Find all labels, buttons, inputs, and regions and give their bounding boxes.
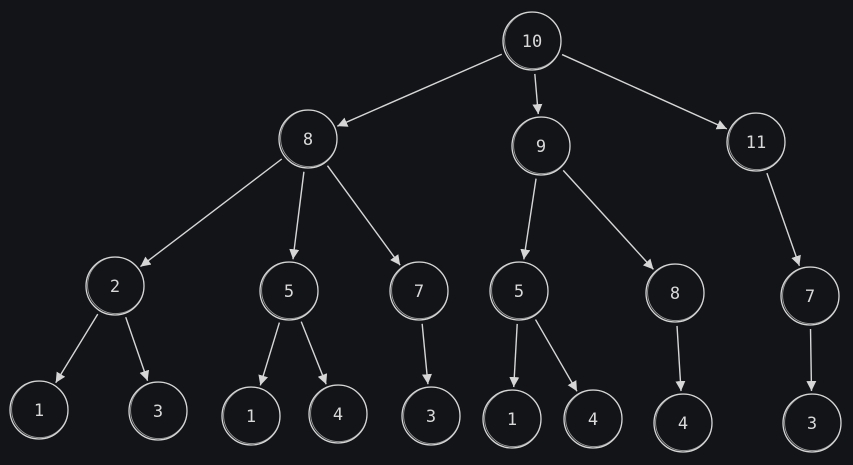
edge-n8a-n5a <box>289 171 305 260</box>
edge-n10-n8a <box>337 53 503 127</box>
node-label: 10 <box>522 32 542 52</box>
node-n3c: 3 <box>782 393 842 453</box>
node-circle-sketch <box>403 386 461 445</box>
node-n5a: 5 <box>259 261 319 321</box>
node-circle-sketch <box>11 380 69 439</box>
edge-n10-n9a <box>532 73 543 115</box>
edge-n8a-n7a <box>326 165 401 266</box>
edge-n8a-n2 <box>140 158 283 268</box>
node-circle-sketch <box>784 393 842 452</box>
node-label: 3 <box>807 414 817 434</box>
edge-n2-n3a <box>125 316 150 381</box>
node-n1a: 1 <box>9 380 69 440</box>
node-circle-sketch <box>513 116 571 175</box>
node-label: 5 <box>284 282 294 302</box>
node-n3a: 3 <box>128 381 188 441</box>
node-n1b: 1 <box>221 386 281 446</box>
edge-n2-n1a <box>55 313 99 384</box>
edge-n7b-n3c <box>806 328 817 392</box>
node-label: 4 <box>678 414 688 434</box>
edge-n7a-n3b <box>421 323 432 385</box>
node-n10: 10 <box>502 11 562 71</box>
node-label: 1 <box>507 410 517 430</box>
edge-n9a-n8b <box>562 169 654 270</box>
edge-n5a-n4a <box>300 321 328 385</box>
edge-n5a-n1b <box>258 322 281 386</box>
node-n2: 2 <box>85 256 145 316</box>
node-n7a: 7 <box>389 261 449 321</box>
node-n8a: 8 <box>278 109 338 169</box>
node-label: 8 <box>670 284 680 304</box>
node-label: 7 <box>414 282 424 302</box>
node-label: 1 <box>246 407 256 427</box>
edge-n5b-n4b <box>534 319 578 392</box>
node-circle-sketch <box>391 261 449 320</box>
node-label: 2 <box>110 277 120 297</box>
node-circle-sketch <box>504 11 562 70</box>
node-label: 4 <box>333 405 343 425</box>
node-label: 4 <box>588 410 598 430</box>
node-circle-sketch <box>728 112 786 171</box>
node-n3b: 3 <box>401 386 461 446</box>
node-n4a: 4 <box>308 384 368 444</box>
node-n5b: 5 <box>489 261 549 321</box>
node-n9a: 9 <box>511 116 571 176</box>
edges <box>55 53 817 392</box>
node-n11: 11 <box>726 112 786 172</box>
node-n4b: 4 <box>563 389 623 449</box>
edge-n8b-n4c <box>675 325 686 392</box>
node-n4c: 4 <box>653 393 713 453</box>
node-n8b: 8 <box>645 263 705 323</box>
node-circle-sketch <box>655 393 713 452</box>
node-circle-sketch <box>223 386 281 445</box>
node-label: 9 <box>536 137 546 157</box>
node-label: 3 <box>426 407 436 427</box>
node-circle-sketch <box>130 381 188 440</box>
node-circle-sketch <box>280 109 338 168</box>
node-n7b: 7 <box>780 266 840 326</box>
node-circle-sketch <box>484 389 542 448</box>
node-circle-sketch <box>647 263 705 322</box>
edge-n10-n11 <box>561 53 728 130</box>
node-n1c: 1 <box>482 389 542 449</box>
node-circle-sketch <box>87 256 145 315</box>
node-label: 5 <box>514 282 524 302</box>
node-label: 8 <box>303 130 313 150</box>
node-circle-sketch <box>565 389 623 448</box>
node-circle-sketch <box>310 384 368 443</box>
edge-n5b-n1c <box>509 323 520 388</box>
node-label: 1 <box>34 401 44 421</box>
node-label: 11 <box>746 133 766 153</box>
nodes: 10 8 9 11 2 5 7 5 8 7 1 3 1 4 3 1 4 4 3 <box>9 11 842 453</box>
edge-n11-n7b <box>766 172 801 267</box>
node-label: 7 <box>805 287 815 307</box>
node-circle-sketch <box>782 266 840 325</box>
edge-n9a-n5b <box>520 178 537 260</box>
node-circle-sketch <box>261 261 319 320</box>
node-circle-sketch <box>491 261 549 320</box>
node-label: 3 <box>153 402 163 422</box>
